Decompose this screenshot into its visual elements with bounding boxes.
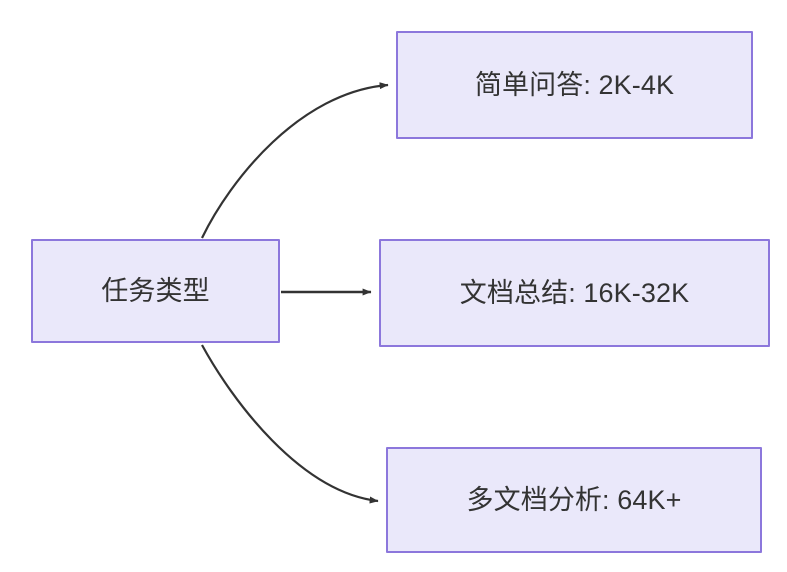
node-multi-doc[interactable]: 多文档分析: 64K+ (386, 447, 762, 553)
node-doc-summary-label: 文档总结: 16K-32K (459, 277, 690, 308)
node-multi-doc-label: 多文档分析: 64K+ (466, 484, 682, 515)
edge-source-to-simple-qa (201, 82, 389, 239)
node-task-type[interactable]: 任务类型 (31, 239, 280, 343)
node-simple-qa-label: 简单问答: 2K-4K (474, 69, 675, 100)
node-doc-summary[interactable]: 文档总结: 16K-32K (379, 239, 770, 347)
node-simple-qa[interactable]: 简单问答: 2K-4K (396, 31, 753, 139)
node-task-type-label: 任务类型 (101, 275, 210, 306)
edge-source-to-multi-doc (201, 344, 379, 504)
